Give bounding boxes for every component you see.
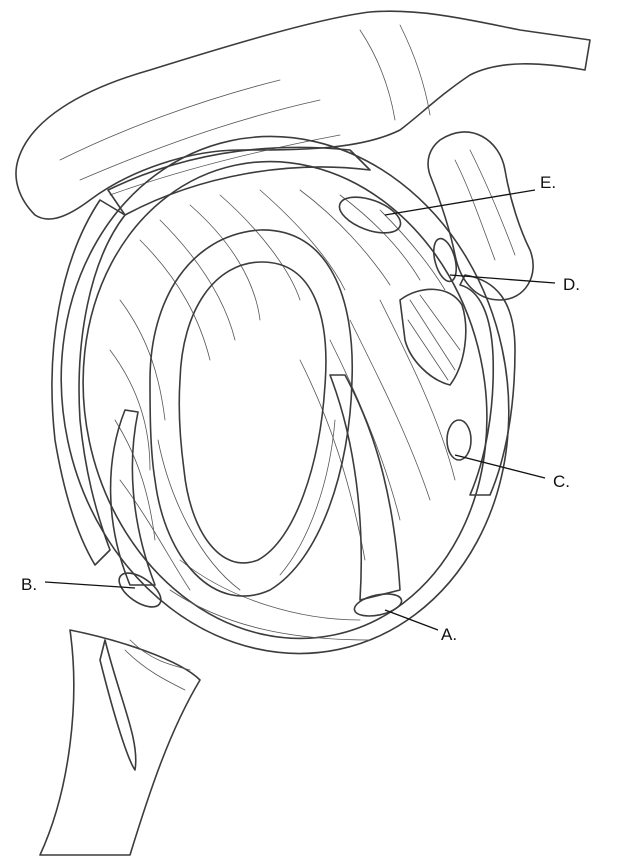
label-c: C. <box>553 472 570 491</box>
label-a: A. <box>441 625 457 644</box>
subscapularis-muscle <box>460 275 515 495</box>
humerus-shaft <box>40 630 200 855</box>
labels: A. B. C. D. E. <box>21 173 580 644</box>
leader-line-a <box>385 610 438 630</box>
capsule-fibers <box>110 190 466 640</box>
coracoid-process <box>428 132 533 300</box>
leader-line-c <box>455 455 545 478</box>
opening-c <box>447 420 471 460</box>
rotator-cuff-muscles <box>52 147 515 565</box>
glenohumeral-ligaments <box>111 375 400 600</box>
leader-line-b <box>45 582 135 588</box>
label-d: D. <box>563 275 580 294</box>
inferior-ligament-right <box>330 375 400 600</box>
label-b: B. <box>21 575 37 594</box>
opening-e <box>335 190 405 240</box>
glenoid-fossa <box>150 230 352 596</box>
openings <box>113 190 471 620</box>
acromion-bone <box>16 11 590 219</box>
opening-d <box>430 236 461 284</box>
label-e: E. <box>540 173 556 192</box>
glenoid-capsule <box>14 95 556 696</box>
